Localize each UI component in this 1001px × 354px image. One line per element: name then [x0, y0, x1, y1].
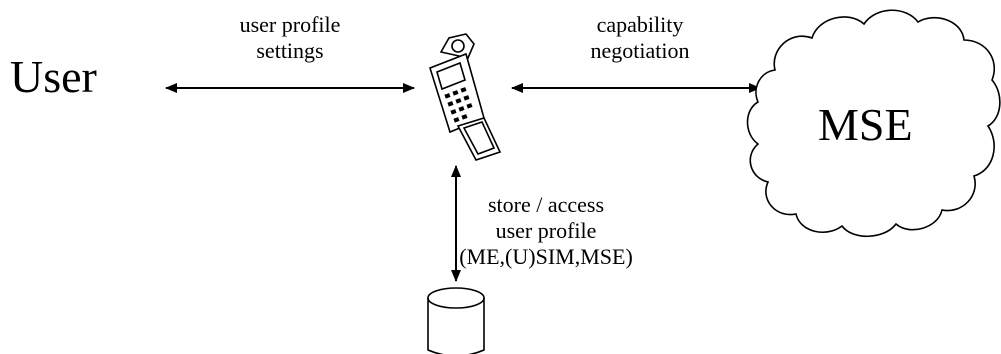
- mse-label: MSE: [818, 99, 913, 150]
- mse-link-label: capability negotiation: [550, 12, 730, 64]
- mse-link-label-line-2: negotiation: [590, 38, 690, 63]
- user-link-label: user profile settings: [200, 12, 380, 64]
- cloud-icon: [746, 9, 1001, 237]
- storage-link-label-line-3: (ME,(U)SIM,MSE): [459, 244, 633, 269]
- storage-link-label-line-1: store / access: [487, 192, 605, 217]
- user-link-label-line-1: user profile: [239, 12, 341, 37]
- database-cylinder-icon: [427, 287, 485, 354]
- mse-link-label-line-1: capability: [596, 12, 684, 37]
- storage-link-label: store / access user profile (ME,(U)SIM,M…: [456, 192, 636, 270]
- mobile-phone-icon: [429, 33, 502, 161]
- user-label: User: [10, 51, 97, 102]
- user-link-label-line-2: settings: [256, 38, 324, 63]
- storage-link-label-line-2: user profile: [495, 218, 597, 243]
